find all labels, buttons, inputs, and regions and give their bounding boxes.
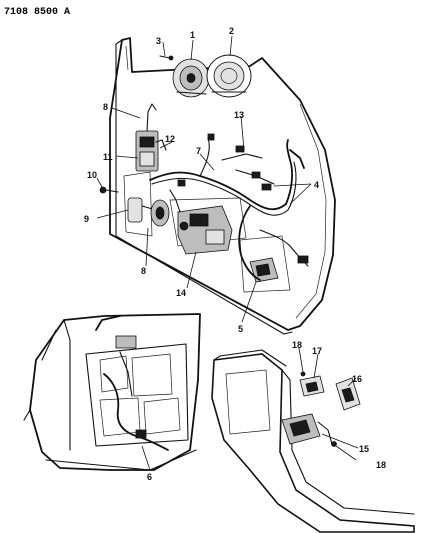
door-perspective-view: [23, 313, 201, 471]
callout-12: 12: [165, 134, 175, 144]
callout-4: 4: [314, 180, 319, 190]
trim-leaders: [298, 347, 359, 461]
screw-3: [159, 55, 174, 61]
callout-9: 9: [84, 214, 89, 224]
callout-8-upper: 8: [103, 102, 108, 112]
callout-17: 17: [312, 346, 322, 356]
lock-actuator: [135, 103, 167, 172]
wiring-harness: [149, 137, 309, 281]
speaker-assembly: [172, 58, 210, 98]
trim-panel-view: [211, 349, 415, 533]
callout-7: 7: [196, 146, 201, 156]
callout-11: 11: [103, 152, 113, 162]
side-motor: [150, 199, 170, 227]
callout-16: 16: [352, 374, 362, 384]
door-inner-panel: [109, 37, 336, 335]
diagram-code: 7108 8500 A: [4, 7, 70, 18]
window-motor: [177, 205, 233, 255]
main-leaders: [96, 35, 312, 323]
connector-5: [249, 257, 279, 283]
callout-2: 2: [229, 26, 234, 36]
leader-6: [141, 445, 151, 471]
callout-8-lower: 8: [141, 266, 146, 276]
callout-14: 14: [176, 288, 186, 298]
harness-connectors: [177, 133, 309, 264]
callout-5: 5: [238, 324, 243, 334]
callout-1: 1: [190, 30, 195, 40]
speaker-grille: [206, 54, 252, 98]
callout-10: 10: [87, 170, 97, 180]
callout-18-upper: 18: [292, 340, 302, 350]
callout-15: 15: [359, 444, 369, 454]
callout-3: 3: [156, 36, 161, 46]
callout-18-lower: 18: [376, 460, 386, 470]
callout-6: 6: [147, 472, 152, 482]
callout-13: 13: [234, 110, 244, 120]
clip-10: [99, 186, 119, 194]
